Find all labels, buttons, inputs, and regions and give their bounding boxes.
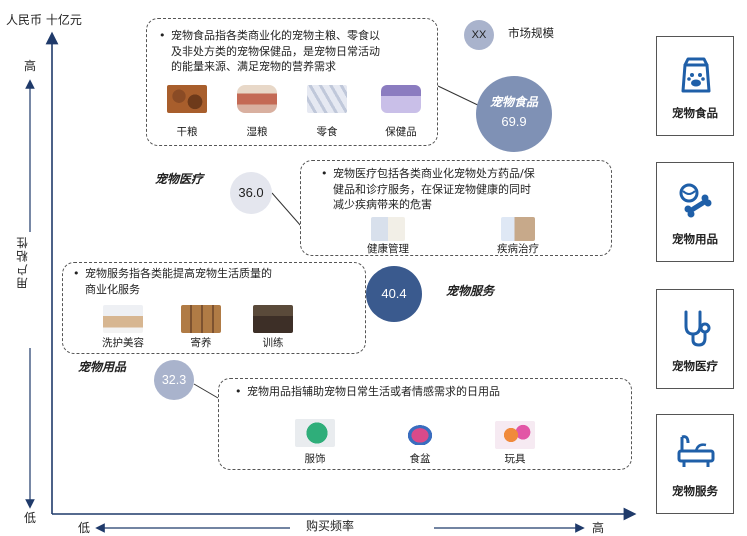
medical-item-caption: 健康管理 — [367, 243, 409, 255]
side-card-label: 宠物服务 — [672, 484, 718, 498]
grooming-image — [103, 305, 143, 333]
x-axis-high-label: 高 — [592, 521, 605, 535]
food-callout: 宠物食品指各类商业化的宠物主粮、零食以 及非处方类的宠物保健品，是宠物日常活动 … — [146, 18, 438, 146]
service-item-caption: 训练 — [262, 337, 284, 349]
ball-and-bone-icon — [679, 183, 712, 218]
side-card-medical: 宠物医疗 — [656, 289, 734, 389]
legend-bubble: XX — [464, 20, 494, 50]
side-card-label: 宠物食品 — [672, 106, 718, 120]
wet-food-image — [237, 85, 277, 113]
clothing-image — [295, 419, 335, 447]
supplies-desc-line: 宠物用品指辅助宠物日常生活或者情感需求的日用品 — [247, 385, 500, 398]
supplies-title: 宠物用品 — [78, 360, 127, 374]
medical-item-caption: 疾病治疗 — [497, 243, 539, 255]
x-axis-low-label: 低 — [78, 521, 91, 535]
y-axis-unit: 人民币 十亿元 — [6, 13, 82, 27]
dry-food-image — [167, 85, 207, 113]
medical-desc-line: 宠物医疗包括各类商业化宠物处方药品/保 — [333, 167, 535, 180]
legend-label: 市场规模 — [508, 26, 554, 40]
service-desc-line: 商业化服务 — [85, 282, 140, 296]
food-item-caption: 保健品 — [385, 126, 417, 138]
y-axis-high-label: 高 — [24, 59, 37, 73]
bathtub-icon — [677, 435, 715, 467]
toy-image — [495, 421, 535, 449]
side-card-label: 宠物医疗 — [672, 359, 718, 373]
side-card-supplies: 宠物用品 — [656, 162, 734, 262]
medical-desc-line: 健品和诊疗服务，在保证宠物健康的同时 — [333, 182, 531, 196]
service-desc-line: 宠物服务指各类能提高宠物生活质量的 — [85, 267, 272, 280]
stethoscope-icon — [684, 310, 711, 347]
service-item-caption: 寄养 — [190, 337, 212, 349]
service-bubble: 40.4 — [366, 266, 422, 322]
medical-title: 宠物医疗 — [155, 172, 204, 186]
supplies-bubble: 32.3 — [154, 360, 194, 400]
service-callout: 宠物服务指各类能提高宠物生活质量的 商业化服务 洗护美容 寄养 训练 — [62, 262, 366, 354]
medical-desc-line: 减少疾病带来的危害 — [333, 198, 432, 211]
x-axis-title: 购买频率 — [306, 519, 355, 533]
food-bubble-value: 69.9 — [501, 114, 527, 129]
food-item-caption: 干粮 — [176, 126, 198, 138]
food-item-caption: 零食 — [316, 126, 338, 138]
disease-treatment-image — [501, 217, 535, 241]
food-item-caption: 湿粮 — [246, 126, 268, 138]
food-bubble: 宠物食品 69.9 — [476, 76, 552, 152]
supplement-image — [381, 85, 421, 113]
health-management-image — [371, 217, 405, 241]
side-card-food: 宠物食品 — [656, 36, 734, 136]
service-title: 宠物服务 — [446, 284, 495, 298]
medical-bubble: 36.0 — [230, 172, 272, 214]
food-bubble-title: 宠物食品 — [489, 95, 538, 109]
boarding-image — [181, 305, 221, 333]
supplies-item-caption: 玩具 — [504, 453, 526, 465]
supplies-item-caption: 食盆 — [409, 453, 431, 465]
supplies-item-caption: 服饰 — [304, 453, 326, 465]
medical-callout: 宠物医疗包括各类商业化宠物处方药品/保 健品和诊疗服务，在保证宠物健康的同时 减… — [300, 160, 612, 256]
snack-image — [307, 85, 347, 113]
supplies-callout: 宠物用品指辅助宠物日常生活或者情感需求的日用品 服饰 食盆 玩具 — [218, 378, 632, 470]
side-card-label: 宠物用品 — [672, 232, 718, 246]
food-desc-line: 的能量来源、满足宠物的营养需求 — [171, 60, 336, 73]
y-axis-low-label: 低 — [24, 511, 37, 525]
side-card-service: 宠物服务 — [656, 414, 734, 514]
food-desc-line: 及非处方类的宠物保健品，是宠物日常活动 — [171, 44, 380, 58]
pet-food-bag-icon — [681, 57, 711, 93]
service-item-caption: 洗护美容 — [102, 337, 144, 349]
training-image — [253, 305, 293, 333]
food-desc-line: 宠物食品指各类商业化的宠物主粮、零食以 — [171, 29, 380, 42]
bowl-image — [403, 421, 437, 445]
